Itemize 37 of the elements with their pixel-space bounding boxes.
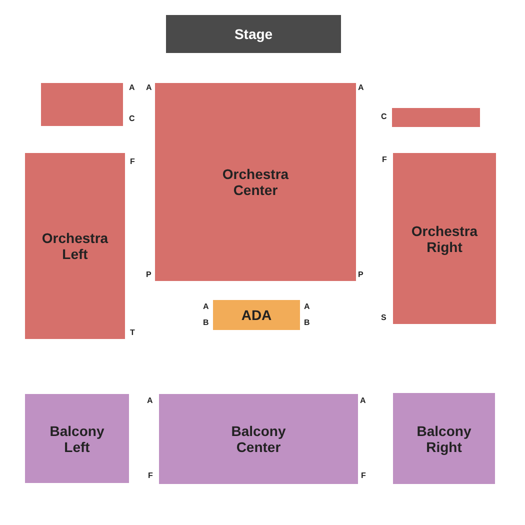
seating-section xyxy=(392,108,480,127)
row-letter: F xyxy=(361,471,366,481)
seating-section xyxy=(25,394,129,483)
section-name: Stage xyxy=(234,26,273,42)
seating-section xyxy=(41,83,123,126)
section-name: ADA xyxy=(241,307,272,323)
row-letter: A xyxy=(358,83,364,93)
row-letter: P xyxy=(358,270,364,280)
stage-block xyxy=(166,15,341,53)
seating-section xyxy=(393,393,495,484)
row-letter: A xyxy=(203,302,209,312)
section-name: Orchestra Right xyxy=(410,222,479,254)
row-letter: A xyxy=(304,302,310,312)
row-letter: A xyxy=(147,396,153,406)
section-name: Orchestra Left xyxy=(40,230,110,262)
row-letter: T xyxy=(130,328,135,338)
section-name: Orchestra Center xyxy=(221,166,290,198)
seating-section xyxy=(213,300,300,330)
row-letter: B xyxy=(304,318,310,328)
row-letter: F xyxy=(382,155,387,165)
row-letter: F xyxy=(148,471,153,481)
row-letter: A xyxy=(146,83,152,93)
row-letter: F xyxy=(130,157,135,167)
row-letter: A xyxy=(360,396,366,406)
section-name: Balcony Left xyxy=(48,422,106,454)
section-name: Balcony Right xyxy=(416,422,472,454)
row-letter: C xyxy=(381,112,387,122)
section-name: Balcony Center xyxy=(230,423,287,455)
seating-section xyxy=(155,83,356,281)
seating-section xyxy=(25,153,125,339)
seating-section xyxy=(159,394,358,484)
row-letter: P xyxy=(146,270,152,280)
seating-section xyxy=(393,153,496,324)
row-letter: A xyxy=(129,83,135,93)
row-letter: S xyxy=(381,313,386,323)
row-letter: C xyxy=(129,114,135,124)
row-letter: B xyxy=(203,318,209,328)
